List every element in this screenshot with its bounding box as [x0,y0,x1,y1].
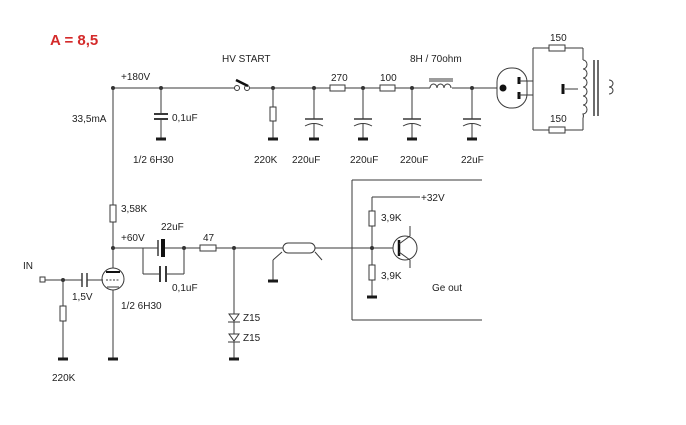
c-22-mid-label: 22uF [161,222,184,233]
resistor-icon [199,244,217,252]
rectifier-tube-icon [496,67,533,109]
ge-out-label: Ge out [432,283,462,294]
c-220-2-label: 220uF [350,155,378,166]
resistor-icon [268,88,278,141]
ge-out-box [351,179,482,321]
cap-01-bottom-label: 0,1uF [172,283,198,294]
input-network [39,273,103,361]
r-100-label: 100 [380,73,397,84]
r-3k58-label: 3,58K [121,204,147,215]
r-270-label: 270 [331,73,348,84]
zener-2-label: Z15 [243,333,261,344]
choke-label: 8H / 70ohm [410,54,462,65]
resistor-icon [59,305,67,322]
tube-icon [101,265,125,361]
tube-top-label: 1/2 6H30 [133,155,174,166]
supply-60-label: +60V [121,233,145,244]
capacitor-icon [353,88,373,141]
resistor-icon [329,84,346,92]
r-150-top-label: 150 [550,33,567,44]
current-label: 33,5mA [72,114,107,125]
resistor-icon [548,44,566,52]
capacitor-icon [402,88,422,141]
bias-label: 1,5V [72,292,93,303]
capacitor-icon [304,88,324,141]
in-label: IN [23,261,33,272]
hv-rail [111,86,500,265]
capacitor-icon [143,239,200,257]
inductor-icon [429,78,453,89]
resistor-icon [368,264,376,281]
zener-icon [228,248,240,361]
transformer-secondary-wiring [532,44,584,134]
zener-1-label: Z15 [243,313,261,324]
tube-bottom-label: 1/2 6H30 [121,301,162,312]
supply-180-label: +180V [121,72,151,83]
r-3k9-bottom-label: 3,9K [381,271,402,282]
r-47-label: 47 [203,233,215,244]
supply-32-label: +32V [421,193,445,204]
capacitor-icon [154,88,168,141]
r-220k-bottom-label: 220K [52,373,76,384]
transformer-icon [582,59,614,119]
capacitor-icon [143,248,185,282]
c-22-top-label: 22uF [461,155,484,166]
transistor-icon [392,226,418,268]
c-220-3-label: 220uF [400,155,428,166]
resistor-icon [109,204,117,223]
r-3k9-top-label: 3,9K [381,213,402,224]
coax-icon [268,242,372,283]
switch-icon [234,78,250,91]
hv-start-label: HV START [222,54,271,65]
amplification-title: A = 8,5 [50,32,98,49]
capacitor-icon [462,88,482,141]
r-220k-top-label: 220K [254,155,278,166]
resistor-icon [368,210,376,227]
resistor-icon [548,126,566,134]
resistor-icon [379,84,396,92]
cap-01-top-label: 0,1uF [172,113,198,124]
r-150-bottom-label: 150 [550,114,567,125]
c-220-1-label: 220uF [292,155,320,166]
